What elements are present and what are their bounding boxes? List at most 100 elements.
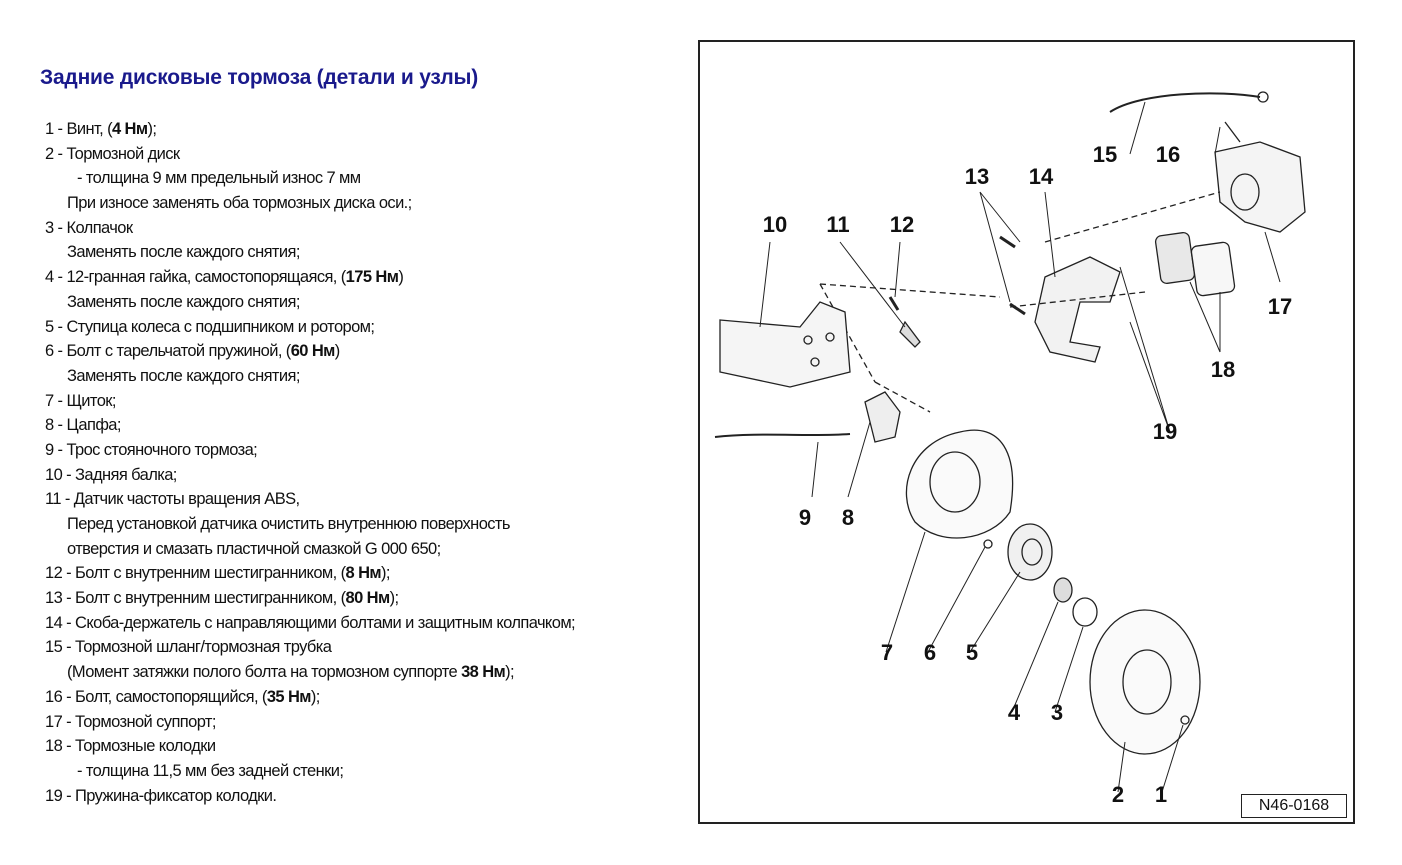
parking-brake-cable bbox=[714, 433, 851, 438]
list-item: 10 - Задняя балка; bbox=[45, 463, 575, 488]
callout-5: 5 bbox=[965, 640, 979, 665]
list-item: 18 - Тормозные колодки bbox=[45, 734, 575, 759]
callout-3: 3 bbox=[1050, 700, 1064, 725]
callout-10: 10 bbox=[762, 212, 788, 237]
item-text: - толщина 9 мм предельный износ 7 мм bbox=[77, 169, 361, 188]
list-item: 11 - Датчик частоты вращения ABS, bbox=[45, 487, 575, 512]
item-text: 19 - Пружина-фиксатор колодки. bbox=[45, 786, 277, 805]
item-text: 12 - Болт с внутренним шестигранником, ( bbox=[45, 564, 346, 583]
hex-nut bbox=[1053, 577, 1073, 603]
list-item: 17 - Тормозной суппорт; bbox=[45, 710, 575, 735]
bolt-12 bbox=[888, 296, 900, 311]
item-text: 1 - Винт, ( bbox=[45, 120, 113, 138]
assembly-lines bbox=[819, 191, 1221, 413]
caliper-carrier bbox=[1034, 256, 1121, 363]
item-text: 16 - Болт, самостопорящийся, ( bbox=[45, 687, 267, 706]
torque-value: 175 Нм bbox=[345, 268, 399, 287]
item-text: При износе заменять оба тормозных диска … bbox=[67, 194, 412, 213]
list-item: 9 - Трос стояночного тормоза; bbox=[45, 438, 575, 463]
callout-15: 15 bbox=[1092, 142, 1118, 167]
item-text: ); bbox=[310, 687, 320, 706]
brake-pad-1 bbox=[1154, 231, 1196, 285]
list-item: Заменять после каждого снятия; bbox=[45, 290, 575, 315]
abs-sensor bbox=[899, 320, 921, 348]
list-item: - толщина 9 мм предельный износ 7 мм bbox=[45, 166, 575, 191]
item-text: 11 - Датчик частоты вращения ABS, bbox=[45, 490, 300, 509]
item-text: Заменять после каждого снятия; bbox=[67, 243, 300, 262]
brake-disc bbox=[1089, 609, 1201, 755]
item-text: ); bbox=[147, 120, 157, 138]
callout-18: 18 bbox=[1210, 357, 1236, 382]
callout-13: 13 bbox=[964, 164, 990, 189]
list-item: 12 - Болт с внутренним шестигранником, (… bbox=[45, 561, 575, 586]
item-text: ) bbox=[398, 268, 404, 287]
callout-16: 16 bbox=[1155, 142, 1181, 167]
callout-9: 9 bbox=[798, 505, 812, 530]
callout-2: 2 bbox=[1111, 782, 1125, 807]
item-text: отверстия и смазать пластичной смазкой G… bbox=[67, 539, 441, 558]
callout-8: 8 bbox=[841, 505, 855, 530]
callout-4: 4 bbox=[1007, 700, 1021, 725]
bolt-16 bbox=[1224, 121, 1241, 143]
list-item: 2 - Тормозной диск bbox=[45, 142, 575, 167]
brake-parts-drawing bbox=[714, 91, 1306, 793]
item-text: Перед установкой датчика очистить внутре… bbox=[67, 515, 510, 533]
item-text: 9 - Трос стояночного тормоза; bbox=[45, 440, 258, 459]
leader-lines bbox=[759, 101, 1281, 793]
list-item: Заменять после каждого снятия; bbox=[45, 240, 575, 265]
parts-list: 1 - Винт, (4 Нм); 2 - Тормозной диск - тол… bbox=[45, 117, 576, 809]
callout-1: 1 bbox=[1154, 782, 1168, 807]
cap bbox=[1072, 597, 1098, 627]
item-text: 10 - Задняя балка; bbox=[45, 465, 177, 484]
torque-value: 80 Нм bbox=[345, 589, 391, 608]
item-text: Заменять после каждого снятия; bbox=[67, 292, 300, 311]
item-text: 7 - Щиток; bbox=[45, 391, 116, 410]
torque-value: 60 Нм bbox=[290, 342, 336, 361]
item-text: 18 - Тормозные колодки bbox=[45, 737, 216, 756]
callout-14: 14 bbox=[1028, 164, 1054, 189]
rear-axle-beam bbox=[719, 301, 851, 388]
item-text: (Момент затяжки полого болта на тормозно… bbox=[67, 663, 462, 682]
list-item: (Момент затяжки полого болта на тормозно… bbox=[45, 660, 575, 685]
page-title: Задние дисковые тормоза (детали и узлы) bbox=[40, 66, 479, 89]
callout-7: 7 bbox=[880, 640, 894, 665]
brake-hose bbox=[1109, 92, 1261, 113]
wheel-hub bbox=[1007, 523, 1053, 581]
item-text: ); bbox=[389, 589, 399, 608]
list-item: 7 - Щиток; bbox=[45, 389, 575, 414]
item-text: ); bbox=[381, 564, 390, 583]
list-item: Заменять после каждого снятия; bbox=[45, 364, 575, 389]
list-item: При износе заменять оба тормозных диска … bbox=[45, 191, 575, 216]
item-text: - толщина 11,5 мм без задней стенки; bbox=[77, 761, 344, 780]
item-text: Заменять после каждого снятия; bbox=[67, 366, 300, 385]
list-item: отверстия и смазать пластичной смазкой G… bbox=[45, 537, 575, 562]
list-item: 19 - Пружина-фиксатор колодки. bbox=[45, 784, 575, 809]
item-text: 8 - Цапфа; bbox=[45, 416, 121, 435]
torque-value: 38 Нм bbox=[461, 663, 506, 682]
callout-19: 19 bbox=[1152, 419, 1178, 444]
item-text: 17 - Тормозной суппорт; bbox=[45, 712, 216, 731]
bolt-13a bbox=[999, 235, 1016, 249]
item-text: 15 - Тормозной шланг/тормозная трубка bbox=[45, 638, 332, 657]
splash-shield bbox=[905, 429, 1014, 539]
list-item: 3 - Колпачок bbox=[45, 216, 575, 241]
torque-value: 4 Нм bbox=[111, 120, 148, 138]
screw-1 bbox=[1180, 715, 1190, 725]
list-item: 15 - Тормозной шланг/тормозная трубка bbox=[45, 635, 575, 660]
list-item: 6 - Болт с тарельчатой пружиной, (60 Нм) bbox=[45, 339, 575, 364]
item-text: 3 - Колпачок bbox=[45, 218, 133, 237]
bolt-6 bbox=[983, 539, 993, 549]
list-item: - толщина 11,5 мм без задней стенки; bbox=[45, 759, 575, 784]
list-item: 4 - 12-гранная гайка, самостопорящаяся, … bbox=[45, 265, 575, 290]
callout-12: 12 bbox=[889, 212, 915, 237]
item-text: ); bbox=[505, 663, 515, 682]
item-text: 14 - Скоба-держатель с направляющими бол… bbox=[45, 613, 576, 632]
hose-fitting bbox=[1257, 91, 1269, 103]
callout-6: 6 bbox=[923, 640, 937, 665]
list-item: 16 - Болт, самостопорящийся, (35 Нм); bbox=[45, 685, 575, 710]
item-text: 2 - Тормозной диск bbox=[45, 144, 180, 163]
reference-code: N46-0168 bbox=[1241, 794, 1347, 818]
list-item: 1 - Винт, (4 Нм); bbox=[45, 117, 575, 142]
item-text: 6 - Болт с тарельчатой пружиной, ( bbox=[45, 342, 291, 361]
